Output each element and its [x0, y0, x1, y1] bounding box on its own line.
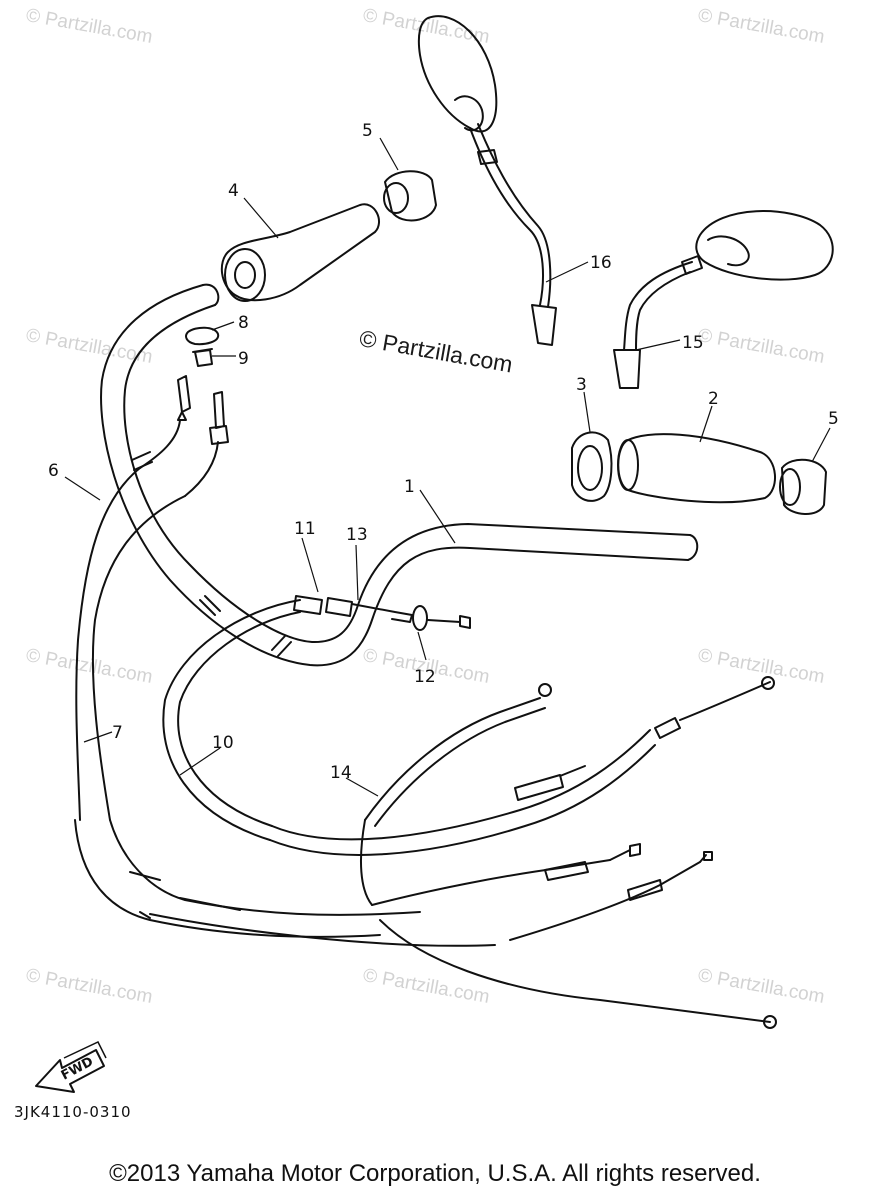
left-grip — [220, 203, 380, 302]
bar-end-weight-hole — [779, 468, 801, 506]
lock-nut — [412, 605, 428, 631]
mirror-right-back — [707, 235, 750, 267]
throttle-cable — [139, 419, 181, 469]
cable-14-end — [538, 683, 552, 697]
cable-adjuster — [351, 603, 413, 623]
handlebar — [123, 304, 691, 644]
bar-end-weight — [384, 170, 437, 222]
clutch-cable-lower — [271, 729, 651, 841]
throttle-housing — [571, 431, 613, 502]
lower-cable — [371, 859, 611, 906]
cable-14-lower — [359, 819, 373, 906]
cable-sleeve — [129, 871, 241, 919]
clip — [185, 326, 220, 346]
mirror-right-thread — [613, 349, 641, 389]
mirror-right-stem — [623, 261, 693, 351]
throttle-cable — [184, 441, 219, 497]
bar-end-weight — [781, 458, 827, 515]
cable-end-lower-tip — [763, 1015, 777, 1029]
mirror-left-back — [454, 95, 484, 132]
diagram-code: 3JK4110-0310 — [14, 1103, 132, 1121]
cable-end — [427, 615, 471, 629]
mirror-right-nut — [681, 255, 703, 275]
callout-2: 2 — [708, 389, 719, 409]
copyright-notice: ©2013 Yamaha Motor Corporation, U.S.A. A… — [109, 1160, 761, 1187]
screw — [192, 348, 213, 367]
cable-end-upper — [654, 681, 771, 739]
adjuster-lower — [544, 861, 589, 881]
right-grip — [617, 433, 777, 504]
mirror-left — [417, 15, 498, 133]
callout-10: 10 — [212, 733, 234, 753]
callout-5-right: 5 — [828, 409, 839, 429]
lower-cable — [74, 819, 381, 938]
throttle-cable-end — [209, 391, 229, 445]
lower-cable — [379, 919, 771, 1023]
callout-15: 15 — [682, 333, 704, 353]
cable-adjuster — [293, 595, 353, 617]
mirror-left-nut — [477, 149, 498, 165]
callout-5-left: 5 — [362, 121, 373, 141]
clutch-cable-lower — [269, 744, 656, 856]
callout-8: 8 — [238, 313, 249, 333]
clutch-cable — [177, 611, 301, 827]
right-grip-end — [617, 439, 639, 491]
cable-end-lower — [699, 851, 713, 863]
lower-cable — [149, 913, 496, 947]
left-grip-end — [224, 248, 266, 302]
bar-end-weight-hole — [383, 182, 409, 214]
mirror-left-stem — [469, 127, 544, 306]
callout-9: 9 — [238, 349, 249, 369]
handlebar-end — [687, 534, 699, 561]
cable-fitting — [514, 765, 586, 801]
cable-end-upper-tip — [761, 676, 775, 690]
callout-14: 14 — [330, 763, 352, 783]
callout-4: 4 — [228, 181, 239, 201]
callout-16: 16 — [590, 253, 612, 273]
callout-13: 13 — [346, 525, 368, 545]
adjuster-lower — [627, 879, 663, 901]
handlebar-end — [202, 283, 220, 306]
lower-cable — [109, 819, 421, 916]
mirror-right — [695, 210, 834, 281]
cable-14 — [374, 707, 546, 827]
mirror-left-thread — [531, 304, 557, 346]
handlebar-knurl — [131, 451, 292, 657]
cable-14 — [364, 697, 541, 821]
throttle-cable-end — [177, 375, 191, 421]
throttle-housing-inner — [577, 445, 603, 491]
throttle-cable — [91, 495, 186, 821]
handlebar — [100, 284, 689, 667]
callout-7: 7 — [112, 723, 123, 743]
lower-cable — [509, 861, 701, 941]
fwd-arrow-icon: FWD — [35, 1041, 107, 1093]
callout-11: 11 — [294, 519, 316, 539]
mirror-right-stem — [635, 271, 691, 351]
callout-3: 3 — [576, 375, 587, 395]
throttle-cable — [75, 467, 141, 821]
clutch-cable — [162, 599, 301, 841]
callout-6: 6 — [48, 461, 59, 481]
callout-12: 12 — [414, 667, 436, 687]
mirror-left-stem — [477, 123, 552, 308]
callout-1: 1 — [404, 477, 415, 497]
left-grip-end — [234, 261, 256, 289]
cable-end-lower — [609, 843, 641, 861]
